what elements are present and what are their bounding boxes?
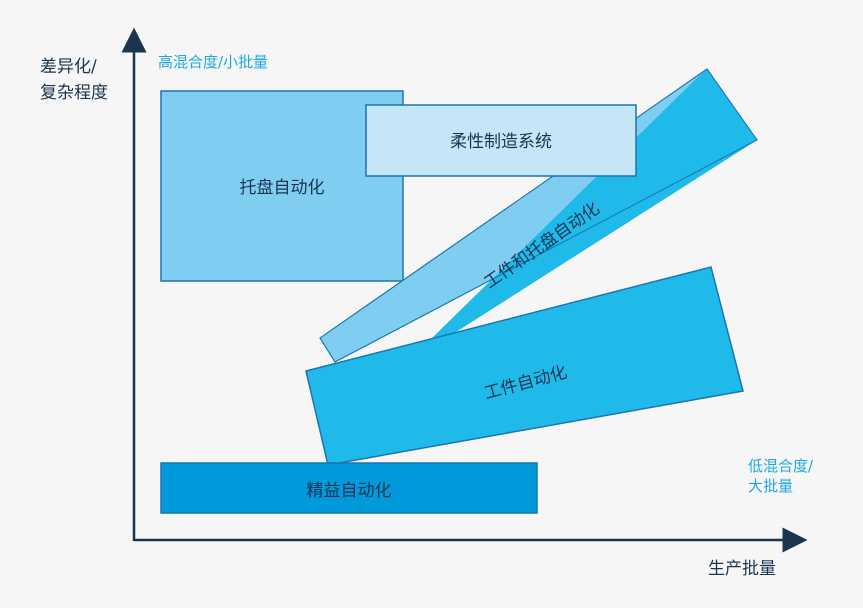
workpiece-automation-box: 工件自动化 [305, 266, 744, 466]
svg-text:柔性制造系统: 柔性制造系统 [450, 132, 552, 152]
top-note: 高混合度/小批量 [158, 53, 268, 71]
bottom-note-line1: 低混合度/ [748, 457, 814, 475]
x-axis-label: 生产批量 [708, 559, 776, 579]
pallet-automation-box: 托盘自动化 [160, 90, 404, 282]
lean-automation-box: 精益自动化 [160, 462, 538, 514]
y-axis-label-line1: 差异化/ [40, 57, 97, 77]
svg-text:托盘自动化: 托盘自动化 [240, 178, 325, 198]
y-axis-label-line2: 复杂程度 [40, 83, 108, 103]
fms-box: 柔性制造系统 [365, 104, 637, 177]
bottom-note-line2: 大批量 [748, 477, 793, 495]
svg-text:精益自动化: 精益自动化 [307, 481, 392, 501]
